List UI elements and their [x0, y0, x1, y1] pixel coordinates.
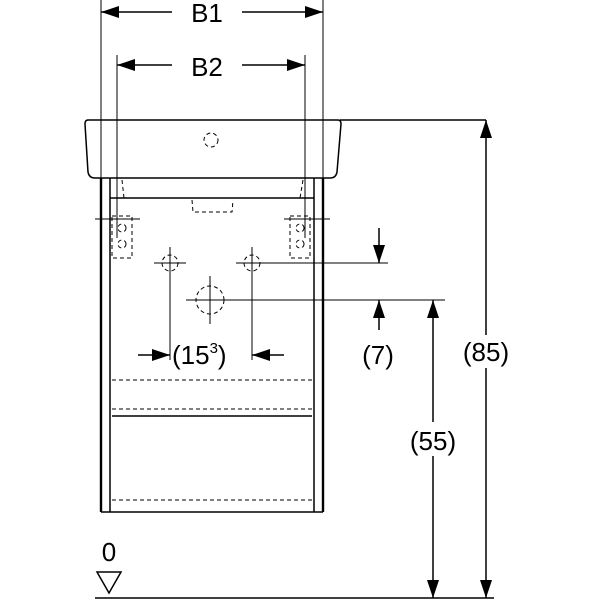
- waste-connection: [186, 276, 445, 324]
- dimension-height-85: (85): [463, 120, 509, 598]
- dimension-b1: B1: [100, 0, 324, 180]
- dimension-height-55: (55): [410, 300, 456, 598]
- dimension-height-7: (7): [362, 228, 394, 370]
- dimension-offset-15: (153): [138, 340, 284, 370]
- water-connection-left: [154, 247, 186, 360]
- washbasin: [84, 119, 486, 179]
- tap-hole: [203, 132, 219, 148]
- dimension-b2: B2: [116, 52, 306, 238]
- label-offset-15: (153): [172, 340, 227, 370]
- label-floor-level: 0: [102, 537, 116, 567]
- label-height-55: (55): [410, 426, 456, 456]
- label-height-85: (85): [463, 337, 509, 367]
- label-b2: B2: [191, 52, 223, 82]
- label-height-7: (7): [362, 340, 394, 370]
- vanity-cabinet: [99, 178, 325, 513]
- floor-level: 0: [95, 537, 494, 599]
- wall-bracket-right: [284, 215, 330, 259]
- label-b1: B1: [191, 0, 223, 28]
- water-connection-right: [236, 247, 388, 360]
- wall-bracket-left: [95, 215, 140, 259]
- level-marker-icon: [95, 571, 123, 595]
